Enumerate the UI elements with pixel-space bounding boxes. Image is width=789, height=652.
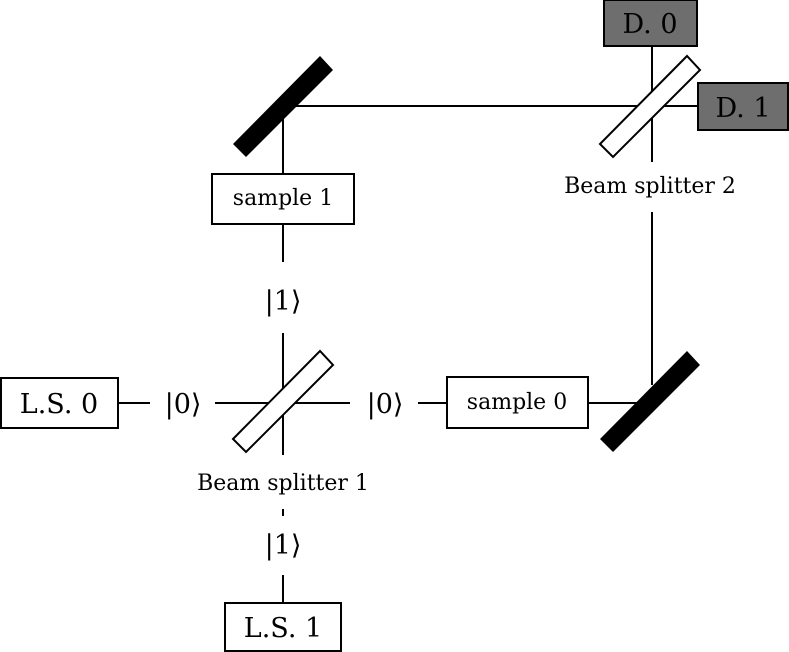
light-source-0: L.S. 0 — [0, 377, 119, 429]
light-source-1-label: L.S. 1 — [244, 613, 322, 644]
beam-splitter-1-shape — [231, 349, 335, 454]
light-source-1: L.S. 1 — [224, 602, 342, 652]
detector-1-label: D. 1 — [715, 93, 770, 124]
beam-splitter-2-shape — [598, 54, 702, 159]
sample-1: sample 1 — [211, 173, 355, 225]
sample-1-label: sample 1 — [233, 186, 333, 211]
beam-splitter-1-label: Beam splitter 1 — [197, 471, 369, 496]
sample-0-label: sample 0 — [467, 390, 567, 415]
state-ket-right: |0⟩ — [367, 389, 404, 420]
state-ket-top: |1⟩ — [265, 286, 302, 317]
detector-0-label: D. 0 — [622, 9, 677, 40]
state-ket-bottom: |1⟩ — [265, 530, 302, 561]
sample-0: sample 0 — [446, 376, 589, 429]
mirror-bottom-right — [600, 351, 700, 452]
beam-splitter-2-label: Beam splitter 2 — [564, 174, 736, 199]
state-ket-left: |0⟩ — [165, 389, 202, 420]
detector-1: D. 1 — [697, 82, 789, 131]
detector-0: D. 0 — [603, 0, 698, 47]
light-source-0-label: L.S. 0 — [20, 389, 98, 420]
mirror-top-left — [233, 56, 333, 157]
beam-lines — [118, 46, 698, 603]
